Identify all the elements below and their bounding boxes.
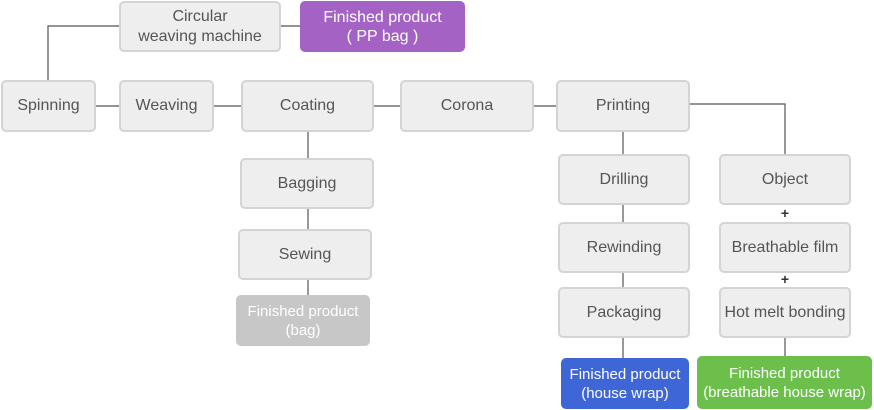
node-label: Sewing [278, 245, 332, 263]
node-label: Object [761, 170, 809, 188]
node-printing: Printing [556, 80, 690, 132]
plus-icon: + [780, 205, 790, 221]
connector-spinning-circular [47, 25, 120, 80]
node-label-line1: Finished product [569, 365, 681, 383]
node-label-line1: Finished product [247, 302, 359, 320]
finished-product-breathable-house-wrap: Finished product (breathable house wrap) [697, 356, 872, 409]
finished-product-pp-bag: Finished product ( PP bag ) [300, 1, 465, 52]
node-weaving: Weaving [119, 80, 214, 132]
node-label: Hot melt bonding [724, 303, 846, 321]
node-label: Corona [440, 97, 494, 114]
node-label-line2: (bag) [285, 321, 321, 339]
plus-icon: + [780, 271, 790, 287]
node-label: Printing [595, 97, 651, 114]
node-rewinding: Rewinding [558, 222, 690, 273]
node-label: Rewinding [586, 238, 662, 256]
node-sewing: Sewing [238, 229, 372, 280]
node-label-line1: Finished product [729, 364, 840, 382]
node-label: Coating [279, 97, 336, 114]
node-label: Packaging [586, 303, 662, 321]
node-label-line1: Finished product [323, 8, 442, 26]
node-drilling: Drilling [558, 154, 690, 205]
node-label-line1: Circular [172, 7, 228, 25]
node-breathable-film: Breathable film [719, 222, 851, 273]
node-label-line2: weaving machine [138, 27, 262, 45]
node-circular-weaving-machine: Circular weaving machine [119, 1, 281, 52]
node-object: Object [719, 154, 851, 205]
node-label: Weaving [135, 97, 198, 114]
node-corona: Corona [400, 80, 534, 132]
node-label: Drilling [599, 170, 649, 188]
finished-product-bag: Finished product (bag) [236, 295, 370, 346]
node-coating: Coating [241, 80, 374, 132]
finished-product-house-wrap: Finished product (house wrap) [561, 358, 689, 409]
node-label: Bagging [277, 174, 337, 192]
node-label: Breathable film [731, 238, 839, 256]
node-bagging: Bagging [240, 158, 374, 209]
node-label-line2: (breathable house wrap) [703, 383, 866, 401]
node-label-line2: ( PP bag ) [346, 27, 419, 45]
node-packaging: Packaging [558, 287, 690, 338]
node-label: Spinning [17, 97, 80, 114]
node-label-line2: (house wrap) [581, 384, 669, 402]
node-hot-melt-bonding: Hot melt bonding [719, 287, 851, 338]
node-spinning: Spinning [1, 80, 96, 132]
connector-printing-object [690, 103, 786, 154]
